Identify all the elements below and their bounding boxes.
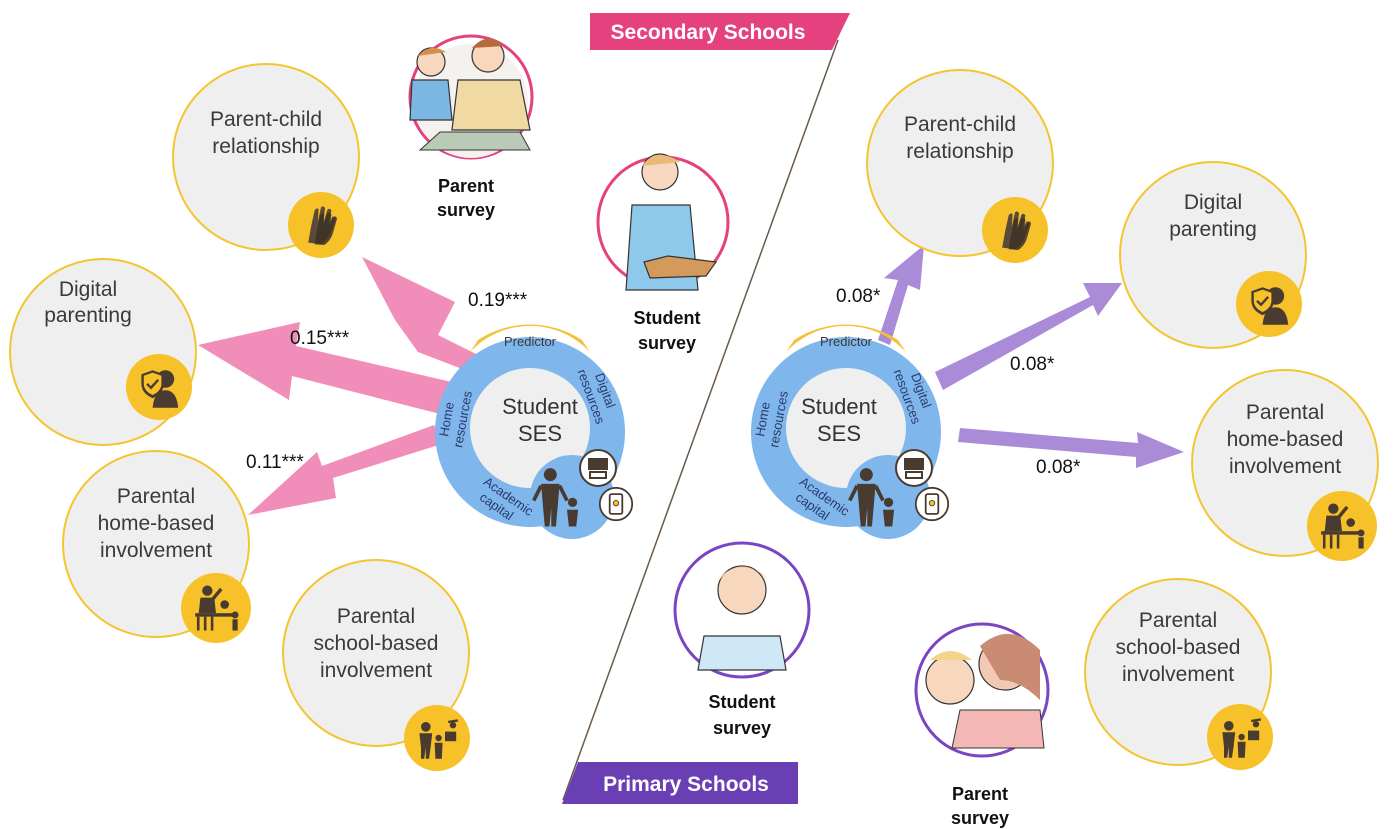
- coef-secondary-home-based: 0.11***: [246, 452, 304, 473]
- svg-text:involvement: involvement: [320, 659, 432, 682]
- secondary-outcome-parent-child: Parent-child relationship: [172, 63, 360, 258]
- coef-secondary-parent-child: 0.19***: [468, 290, 528, 311]
- svg-text:parenting: parenting: [1169, 218, 1257, 241]
- shield-parent-child-icon: [126, 354, 192, 420]
- svg-text:Student: Student: [709, 692, 776, 712]
- shield-parent-child-icon: [1236, 271, 1302, 337]
- svg-text:Parental: Parental: [1139, 609, 1217, 632]
- parent-child-school-icon: [1207, 704, 1273, 770]
- secondary-schools-banner: Secondary Schools: [590, 13, 850, 50]
- digital-device-icon: [598, 486, 634, 522]
- secondary-arrows: [198, 257, 488, 515]
- parent-hugging-child-illustration: [921, 631, 1045, 753]
- arrow-secondary-parent-child: [362, 257, 488, 372]
- coef-secondary-digital: 0.15***: [290, 328, 350, 349]
- secondary-parent-survey: Parent survey: [408, 34, 534, 220]
- primary-outcome-parent-child: Parent-child relationship: [866, 69, 1054, 263]
- section-divider-line: [562, 39, 839, 801]
- primary-outcome-school-based: Parental school-based involvement: [1084, 578, 1273, 770]
- secondary-outcome-digital-parenting: Digital parenting: [9, 258, 197, 446]
- svg-text:home-based: home-based: [98, 512, 215, 535]
- family-homework-icon: [1307, 491, 1377, 561]
- svg-text:Parental: Parental: [1246, 401, 1324, 424]
- svg-text:relationship: relationship: [906, 140, 1013, 163]
- svg-text:Primary Schools: Primary Schools: [603, 773, 769, 796]
- arrow-secondary-home-based: [248, 425, 442, 515]
- svg-text:school-based: school-based: [314, 632, 439, 655]
- secondary-student-survey: Student survey: [596, 153, 730, 353]
- secondary-outcome-school-based: Parental school-based involvement: [282, 559, 470, 771]
- svg-text:school-based: school-based: [1116, 636, 1241, 659]
- parent-child-school-icon: [404, 705, 470, 771]
- svg-text:Digital: Digital: [59, 278, 117, 301]
- coef-primary-parent-child: 0.08*: [836, 286, 881, 307]
- svg-text:Parental: Parental: [337, 605, 415, 628]
- svg-text:Secondary Schools: Secondary Schools: [611, 21, 806, 44]
- svg-text:home-based: home-based: [1227, 428, 1344, 451]
- predictor-label: Predictor: [504, 334, 557, 349]
- high-five-hands-icon: [982, 197, 1048, 263]
- svg-text:SES: SES: [518, 421, 562, 446]
- student-reading-illustration: [603, 153, 723, 291]
- primary-outcome-home-based: Parental home-based involvement: [1191, 369, 1379, 561]
- primary-student-ses-hub: Predictor Student SES Home resources Dig…: [751, 324, 950, 539]
- arrow-primary-home-based: [958, 428, 1184, 468]
- svg-text:Digital: Digital: [1184, 191, 1242, 214]
- svg-text:survey: survey: [638, 333, 696, 353]
- svg-text:Home: Home: [436, 401, 457, 438]
- predictor-label: Predictor: [820, 334, 873, 349]
- parent-child-gaming-illustration: [409, 38, 531, 158]
- arrow-primary-parent-child: [878, 245, 924, 345]
- svg-text:SES: SES: [817, 421, 861, 446]
- svg-text:Parent-child: Parent-child: [210, 108, 322, 131]
- svg-text:survey: survey: [713, 718, 771, 738]
- svg-text:involvement: involvement: [100, 539, 212, 562]
- digital-device-icon: [914, 486, 950, 522]
- primary-arrows: [878, 245, 1184, 468]
- primary-parent-survey: Parent survey: [914, 622, 1050, 828]
- coef-primary-home-based: 0.08*: [1036, 457, 1081, 478]
- svg-text:Parental: Parental: [117, 485, 195, 508]
- smiling-child-illustration: [680, 550, 804, 674]
- primary-outcome-digital-parenting: Digital parenting: [1119, 161, 1307, 349]
- svg-text:Parent: Parent: [438, 176, 494, 196]
- high-five-hands-icon: [288, 192, 354, 258]
- svg-text:parenting: parenting: [44, 304, 132, 327]
- arrow-primary-digital: [935, 283, 1122, 390]
- svg-text:survey: survey: [951, 808, 1009, 828]
- svg-text:relationship: relationship: [212, 135, 319, 158]
- secondary-student-ses-hub: Predictor Student SES Home resources Dig…: [435, 324, 634, 539]
- home-appliances-icon: [579, 449, 617, 487]
- coef-primary-digital: 0.08*: [1010, 354, 1055, 375]
- arrow-secondary-digital: [198, 322, 456, 416]
- svg-text:Student: Student: [634, 308, 701, 328]
- primary-schools-banner: Primary Schools: [562, 762, 798, 804]
- svg-text:involvement: involvement: [1229, 455, 1341, 478]
- svg-text:Parent: Parent: [952, 784, 1008, 804]
- family-homework-icon: [181, 573, 251, 643]
- primary-student-survey: Student survey: [673, 541, 811, 738]
- svg-text:Home: Home: [752, 401, 773, 438]
- secondary-outcome-home-based: Parental home-based involvement: [62, 450, 251, 643]
- svg-text:Student: Student: [502, 394, 578, 419]
- svg-text:Student: Student: [801, 394, 877, 419]
- svg-text:involvement: involvement: [1122, 663, 1234, 686]
- home-appliances-icon: [895, 449, 933, 487]
- svg-text:survey: survey: [437, 200, 495, 220]
- svg-text:Parent-child: Parent-child: [904, 113, 1016, 136]
